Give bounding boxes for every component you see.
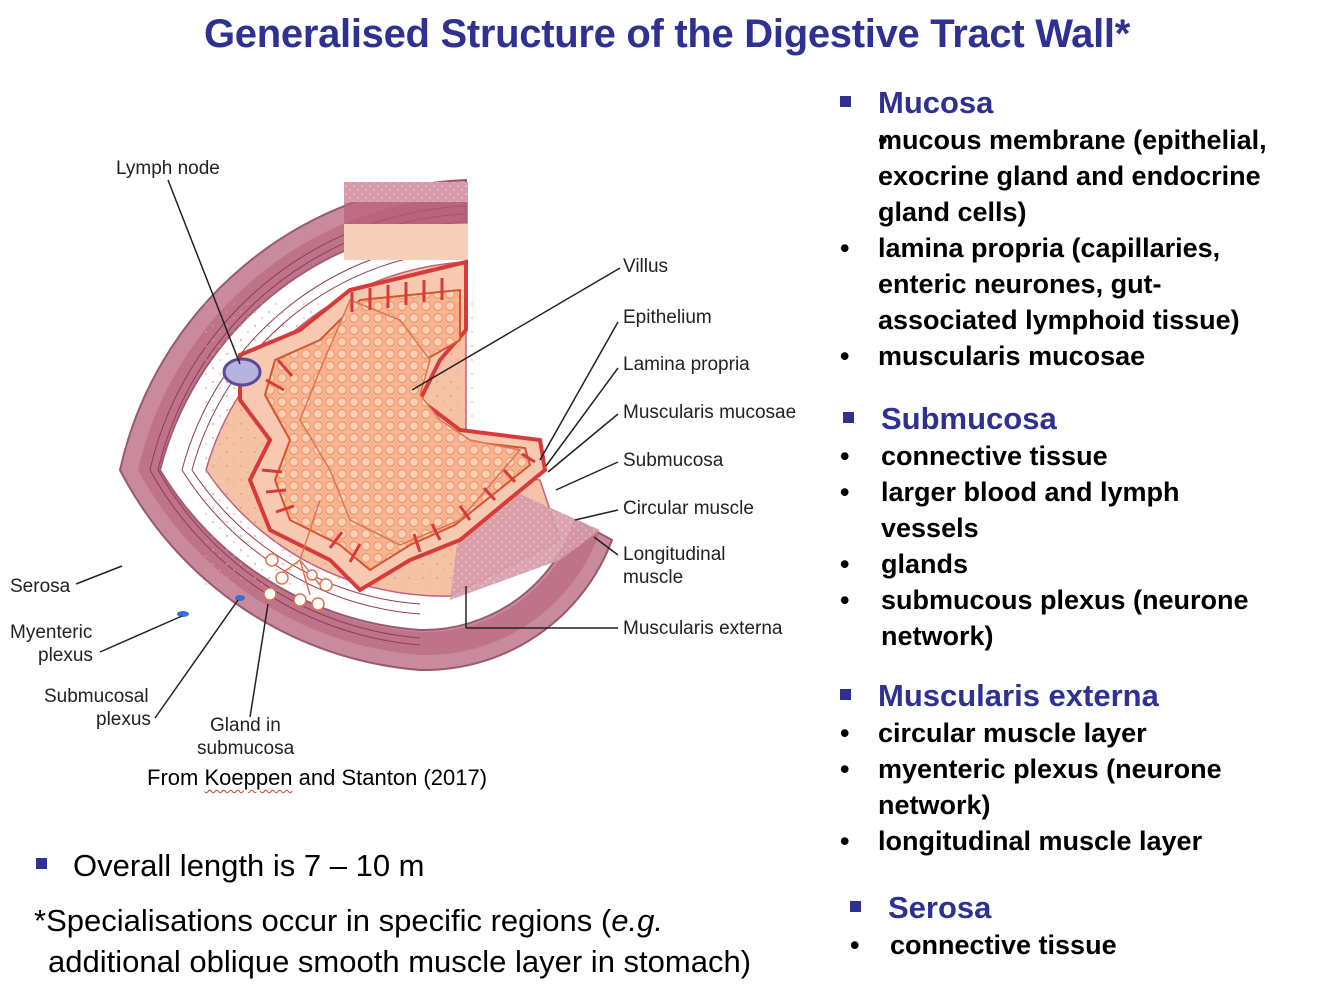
page-title: Generalised Structure of the Digestive T… [203, 12, 1131, 56]
label-villus: Villus [623, 256, 668, 277]
submucosal-plexus-shape [235, 595, 245, 601]
footnote-line2: additional oblique smooth muscle layer i… [48, 944, 752, 979]
label-longitudinal-muscle-1: Longitudinal [623, 544, 725, 565]
list-item: •glands [840, 549, 969, 579]
label-submucosal-1: Submucosal [44, 686, 149, 707]
myenteric-plexus-shape [177, 611, 189, 617]
heading-serosa: Serosa [888, 890, 992, 925]
list-item: •mucous membrane (epithelial, exocrine g… [878, 125, 1267, 227]
label-muscularis-mucosae: Muscularis mucosae [623, 402, 796, 423]
label-epithelium: Epithelium [623, 307, 712, 328]
label-serosa: Serosa [10, 576, 71, 597]
footnote-line1: *Specialisations occur in specific regio… [34, 903, 612, 938]
list-item: •longitudinal muscle layer [840, 826, 1203, 856]
square-bullet-icon [843, 412, 854, 424]
footnote: *Specialisations occur in specific regio… [34, 900, 751, 982]
list-item: •larger blood and lymph vessels [840, 477, 1180, 543]
list-item: •myenteric plexus (neurone network) [840, 754, 1222, 820]
square-bullet-icon [840, 96, 851, 108]
square-bullet-icon [850, 901, 861, 913]
gland-shape [263, 499, 333, 611]
label-myenteric-1: Myenteric [10, 622, 92, 643]
label-myenteric-2: plexus [38, 645, 93, 666]
list-item: •muscularis mucosae [840, 341, 1146, 371]
label-circular-muscle: Circular muscle [623, 498, 754, 519]
lymph-node-shape [222, 357, 262, 387]
heading-muscularis-externa: Muscularis externa [878, 678, 1159, 713]
label-lymph-node: Lymph node [116, 158, 220, 179]
label-gland-2: submucosa [197, 738, 295, 759]
label-gland-1: Gland in [210, 715, 281, 736]
section-muscularis-externa: Muscularis externa •circular muscle laye… [840, 677, 1278, 859]
list-item: •connective tissue [840, 441, 1108, 471]
list-item: •circular muscle layer [840, 718, 1147, 748]
overall-length-text: Overall length is 7 – 10 m [73, 848, 425, 883]
list-item: •submucous plexus (neurone network) [840, 585, 1249, 651]
caption-author: Koeppen [204, 765, 293, 790]
overall-length-bullet: Overall length is 7 – 10 m [36, 848, 425, 884]
label-longitudinal-muscle-2: muscle [623, 567, 683, 588]
section-serosa: Serosa •connective tissue [850, 889, 1117, 963]
label-submucosa: Submucosa [623, 450, 724, 471]
square-bullet-icon [36, 858, 47, 870]
label-submucosal-2: plexus [96, 709, 151, 730]
heading-submucosa: Submucosa [881, 401, 1057, 436]
label-muscularis-externa: Muscularis externa [623, 618, 783, 639]
mucosa [238, 259, 548, 593]
section-mucosa: Mucosa •mucous membrane (epithelial, exo… [840, 84, 1318, 374]
leader-lines [75, 179, 621, 719]
section-submucosa: Submucosa •connective tissue •larger blo… [840, 400, 1301, 654]
digestive-wall-diagram: Lymph node Villus Epithelium Lamina prop… [10, 158, 796, 759]
list-item: •connective tissue [850, 930, 1117, 960]
list-item: •lamina propria (capillaries, enteric ne… [840, 233, 1240, 335]
square-bullet-icon [840, 689, 851, 701]
caption-prefix: From [147, 765, 205, 790]
label-lamina-propria: Lamina propria [623, 354, 750, 375]
caption-suffix: and Stanton (2017) [292, 765, 488, 790]
footnote-eg: e.g. [611, 903, 663, 938]
figure-caption: From Koeppen and Stanton (2017) [147, 765, 487, 791]
heading-mucosa: Mucosa [878, 85, 994, 120]
